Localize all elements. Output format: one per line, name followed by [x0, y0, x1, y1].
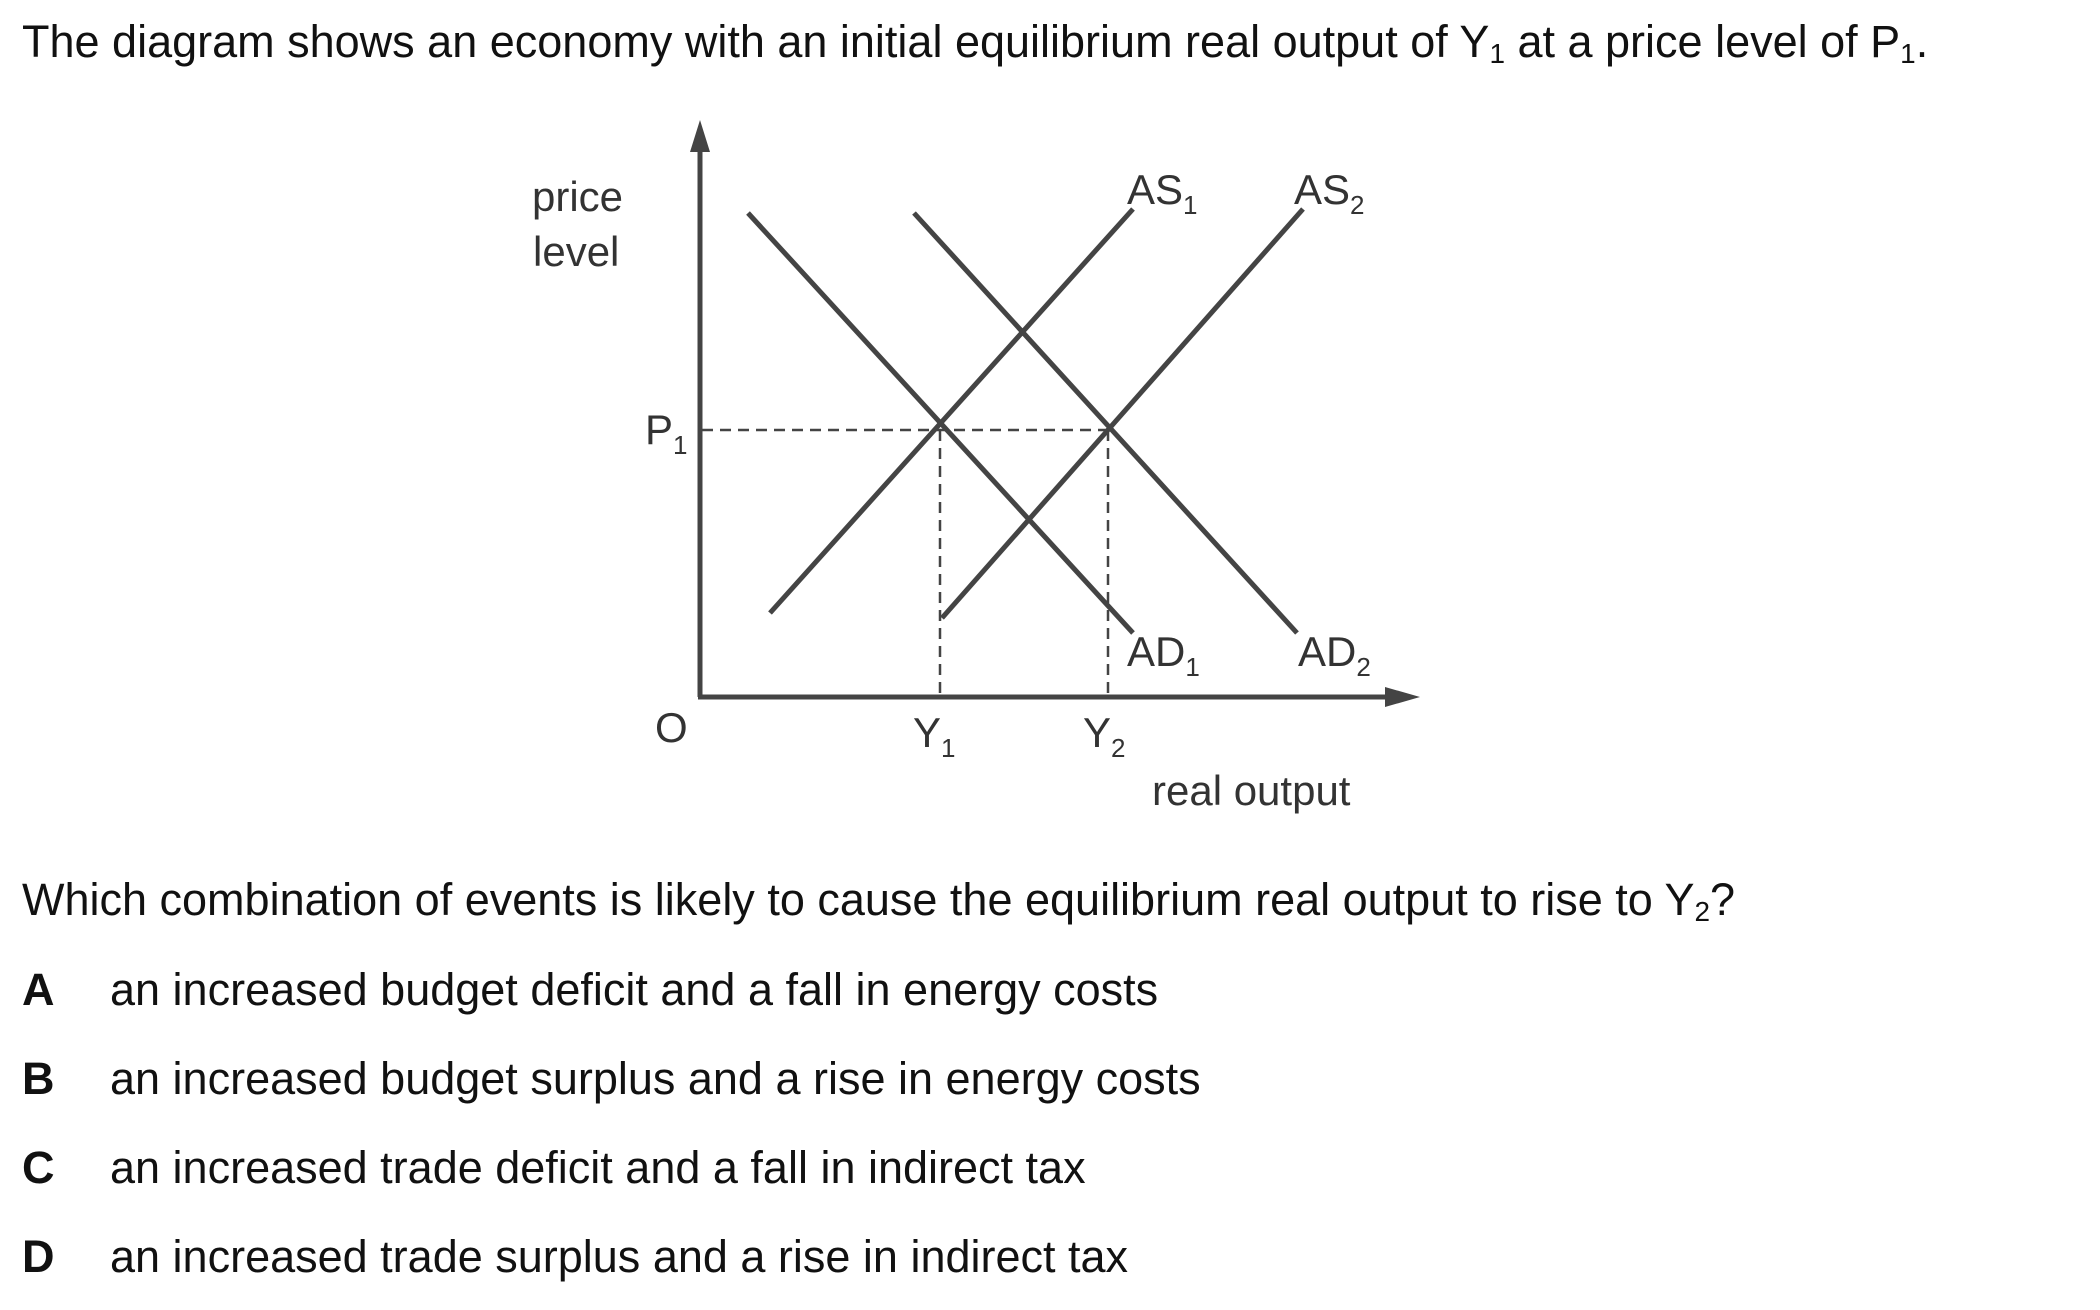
option-a-letter: A [22, 964, 55, 1015]
y1-label: Y1 [913, 709, 955, 763]
y2-label-main: Y [1083, 709, 1111, 756]
y1-label-main: Y [913, 709, 941, 756]
x-axis-label: real output [1152, 767, 1351, 814]
p1-label: P1 [645, 406, 687, 460]
ad-as-diagram: price level real output O P1 Y1 Y2 AS1 A… [532, 120, 1420, 814]
x-axis-arrowhead [1385, 687, 1420, 707]
option-c-text: an increased trade deficit and a fall in… [110, 1142, 1086, 1193]
ad1-label: AD1 [1127, 628, 1200, 682]
as1-curve [768, 207, 1135, 615]
as2-label-sub: 2 [1350, 190, 1364, 220]
option-c-letter: C [22, 1142, 55, 1193]
intro-text: The diagram shows an economy with an ini… [22, 14, 1928, 70]
option-b-text: an increased budget surplus and a rise i… [110, 1053, 1201, 1104]
question-sub: 2 [1694, 896, 1711, 928]
ad1-label-main: AD [1127, 628, 1185, 675]
intro-text-after: . [1915, 16, 1929, 67]
intro-sub-2: 1 [1900, 38, 1916, 70]
y2-label: Y2 [1083, 709, 1125, 763]
y-axis-arrowhead [690, 120, 710, 152]
p1-label-main: P [645, 406, 673, 453]
y1-label-sub: 1 [941, 733, 955, 763]
intro-sub-1: 1 [1489, 38, 1505, 70]
option-d-letter: D [22, 1231, 55, 1282]
y-axis-label-line2: level [533, 228, 619, 275]
as1-label-main: AS [1127, 166, 1183, 213]
intro-text-before: The diagram shows an economy with an ini… [22, 16, 1490, 67]
intro-text-middle: at a price level of P [1504, 16, 1901, 67]
ad1-curve [746, 211, 1135, 635]
as2-label-main: AS [1294, 166, 1350, 213]
ad2-label-main: AD [1298, 628, 1356, 675]
as2-label: AS2 [1294, 166, 1365, 220]
question-text-after: ? [1710, 874, 1736, 925]
as2-curve [940, 207, 1305, 620]
question-text-before: Which combination of events is likely to… [22, 874, 1695, 925]
question-text: Which combination of events is likely to… [22, 872, 1735, 928]
as1-label-sub: 1 [1183, 190, 1197, 220]
ad2-label-sub: 2 [1356, 652, 1370, 682]
p1-label-sub: 1 [673, 430, 687, 460]
as1-label: AS1 [1127, 166, 1198, 220]
ad2-label: AD2 [1298, 628, 1371, 682]
origin-label: O [655, 704, 688, 751]
option-b-letter: B [22, 1053, 55, 1104]
y-axis-label-line1: price [532, 173, 623, 220]
ad2-curve [912, 211, 1299, 635]
ad1-label-sub: 1 [1185, 652, 1199, 682]
option-a-text: an increased budget deficit and a fall i… [110, 964, 1159, 1015]
option-d-text: an increased trade surplus and a rise in… [110, 1231, 1129, 1282]
y2-label-sub: 2 [1111, 733, 1125, 763]
